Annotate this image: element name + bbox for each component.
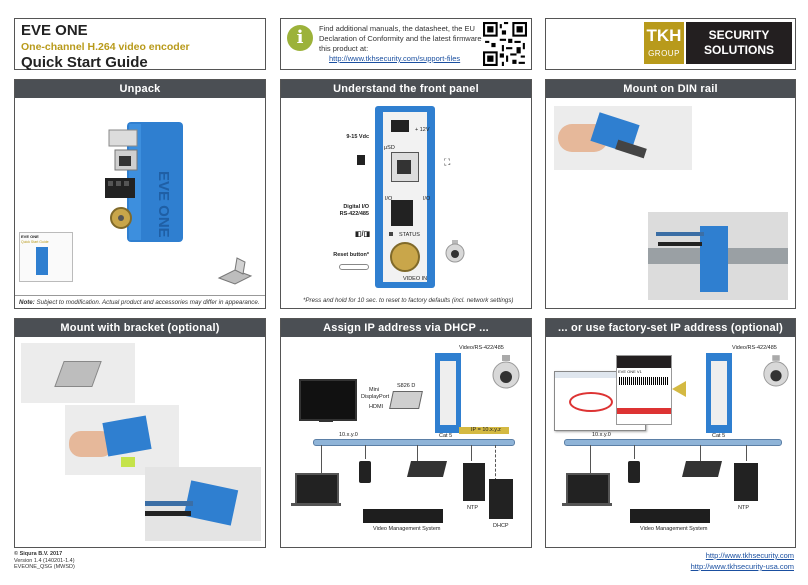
ip-label: IP = 10.x.y.z <box>471 427 501 433</box>
leaflet-photo: EVE ONE Quick Start Guide <box>19 232 73 282</box>
ethernet-port <box>391 152 419 182</box>
network-bus <box>564 439 782 446</box>
bracket-photo-3 <box>145 467 261 541</box>
info-text: Find additional manuals, the datasheet, … <box>319 24 493 53</box>
smartphone-icon <box>359 461 371 483</box>
decoder-icon <box>389 391 423 409</box>
io-connector <box>391 200 413 226</box>
din-photo-top <box>554 106 692 170</box>
bracket-photo-1 <box>21 343 135 403</box>
product-name: EVE ONE <box>21 22 88 39</box>
sd-card-icon <box>357 155 365 165</box>
laptop-icon <box>295 473 339 505</box>
panel-din: Mount on DIN rail <box>545 79 796 309</box>
bracket-photo <box>217 257 253 285</box>
logo-box: TKH GROUP SECURITY SOLUTIONS <box>545 18 796 70</box>
video-in-bnc <box>390 242 420 272</box>
panel-unpack: Unpack EVE ONE EVE ONE Quick Start Guide… <box>14 79 266 309</box>
label-io: Digital I/O <box>343 204 369 210</box>
product-label: EVE ONE V1 <box>616 355 672 425</box>
label-power: 9-15 Vdc <box>346 134 369 140</box>
info-box: i Find additional manuals, the datasheet… <box>280 18 532 70</box>
panel-title: Assign IP address via DHCP ... <box>281 319 531 337</box>
device-photo: EVE ONE <box>105 122 183 242</box>
bracket-photo-2 <box>65 405 179 475</box>
panel-title: Unpack <box>15 80 265 98</box>
title-box: EVE ONE One-channel H.264 video encoder … <box>14 18 266 71</box>
vms-server-icon <box>630 509 710 523</box>
info-icon: i <box>287 25 313 51</box>
laptop-icon <box>566 473 610 505</box>
encoder-device <box>706 353 732 433</box>
encoder-device <box>435 353 461 433</box>
footer-link-tkh[interactable]: http://www.tkhsecurity.com <box>705 551 794 560</box>
arrow-icon <box>672 381 686 397</box>
front-panel-device <box>375 106 435 288</box>
panel-dhcp: Assign IP address via DHCP ... Video/RS-… <box>280 318 532 548</box>
footer-link-tkh-usa[interactable]: http://www.tkhsecurity-usa.com <box>690 562 794 571</box>
paperclip-icon <box>339 264 369 270</box>
status-led <box>389 232 393 236</box>
panel-factory: ... or use factory-set IP address (optio… <box>545 318 796 548</box>
ptz-camera-icon <box>763 355 789 387</box>
joystick-keyboard-icon <box>407 461 447 477</box>
front-footnote: *Press and hold for 10 sec. to reset to … <box>303 297 514 304</box>
label-reset: Reset button* <box>333 252 369 258</box>
ntp-server-icon <box>734 463 758 501</box>
vms-server-icon <box>363 509 443 523</box>
smartphone-icon <box>628 461 640 483</box>
product-subtitle: One-channel H.264 video encoder <box>21 41 190 53</box>
label-rs: RS-422/485 <box>339 211 369 217</box>
power-connector <box>391 120 409 132</box>
ntp-server-icon <box>463 463 485 501</box>
panel-title: Mount on DIN rail <box>546 80 795 98</box>
network-icon: ⛶ <box>444 157 451 167</box>
panel-title: Mount with bracket (optional) <box>15 319 265 337</box>
panel-title: Understand the front panel <box>281 80 531 98</box>
joystick-keyboard-icon <box>682 461 722 477</box>
panel-bracket: Mount with bracket (optional) <box>14 318 266 548</box>
panel-front: Understand the front panel + 12V μSD I/O… <box>280 79 532 309</box>
footer-left: © Siqura B.V. 2017 Version 1.4 (140201-1… <box>14 551 75 570</box>
ptz-camera-icon <box>492 355 520 389</box>
panel-title: ... or use factory-set IP address (optio… <box>546 319 795 337</box>
camera-icon <box>445 240 465 263</box>
svg-text:EVE ONE: EVE ONE <box>155 171 172 238</box>
guide-title: Quick Start Guide <box>21 54 148 71</box>
din-photo-bottom <box>648 212 788 300</box>
dhcp-server-icon <box>489 479 513 519</box>
unpack-note: Note: Subject to modification. Actual pr… <box>15 295 265 308</box>
network-bus <box>313 439 515 446</box>
tkh-logo: TKH GROUP SECURITY SOLUTIONS <box>644 22 792 64</box>
support-files-link[interactable]: http://www.tkhsecurity.com/support-files <box>329 54 461 63</box>
monitor-icon <box>299 379 357 421</box>
qr-code-icon[interactable] <box>483 22 527 66</box>
ip-badge <box>459 427 509 434</box>
status-icon: ◧/◨ <box>355 231 371 238</box>
